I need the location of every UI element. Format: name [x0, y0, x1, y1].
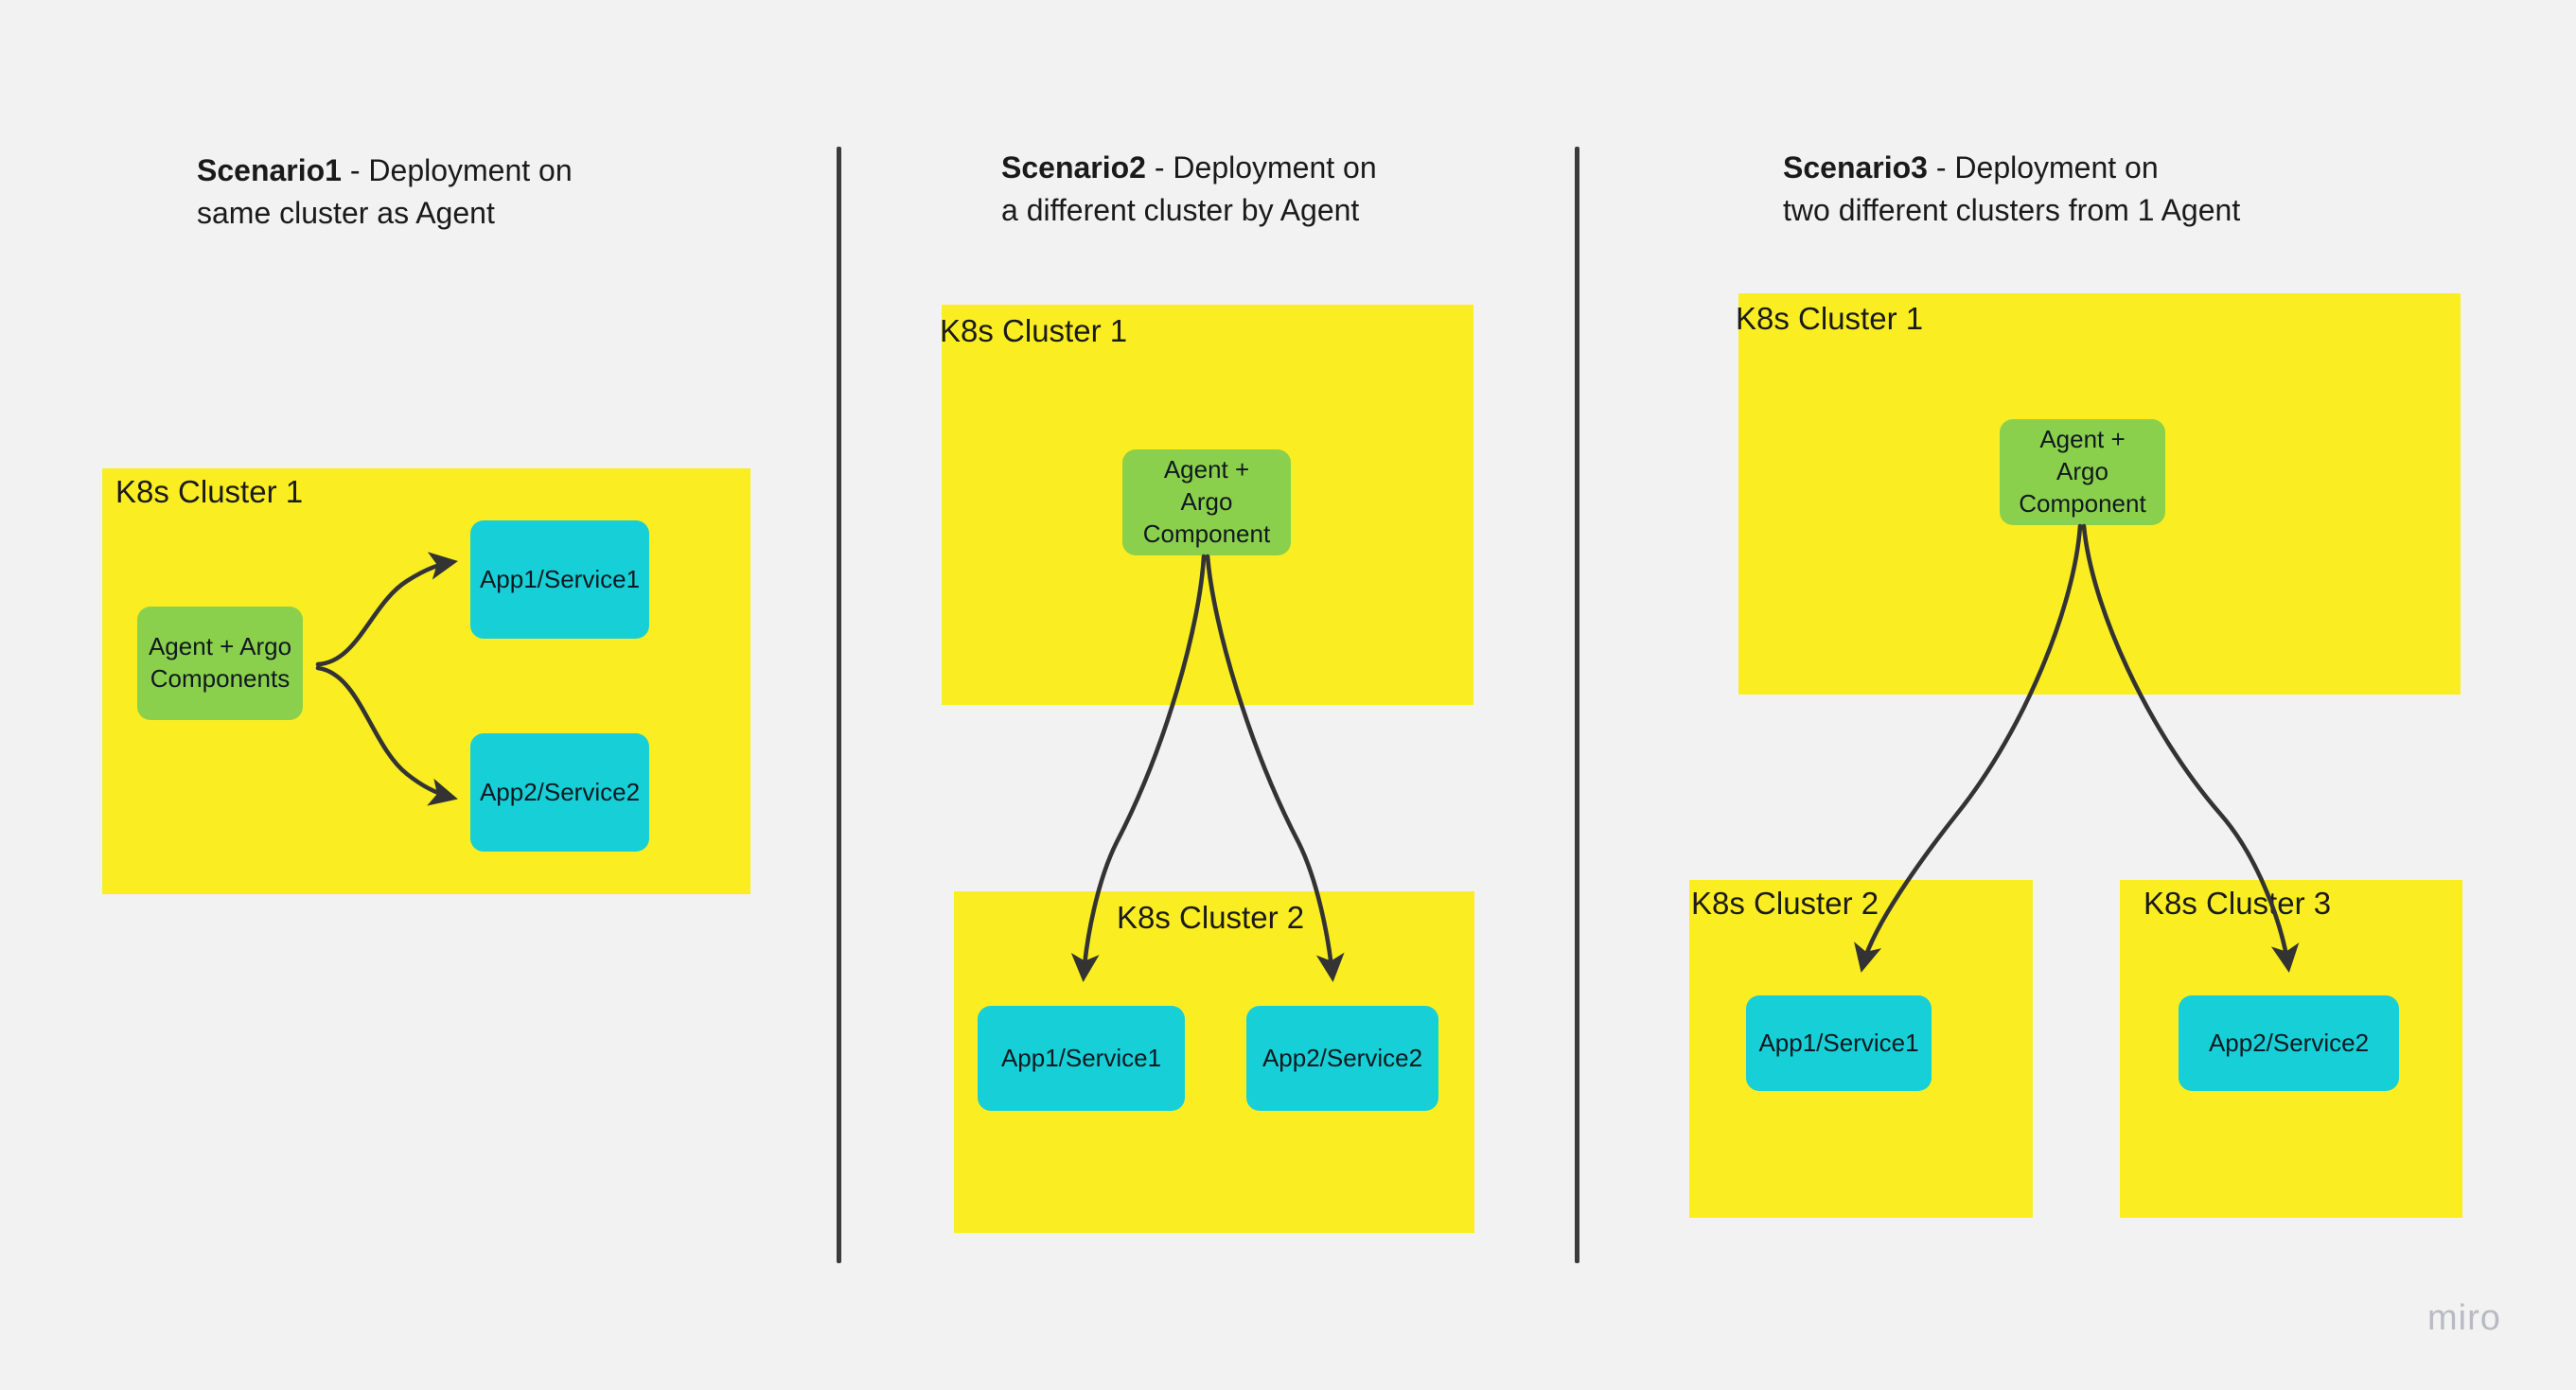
s3-cluster2-label: K8s Cluster 2 [1691, 886, 1879, 921]
scenario1-title-strong: Scenario1 [197, 153, 342, 187]
s2-app1-node[interactable]: App1/Service1 [978, 1006, 1185, 1111]
s1-cluster1-label: K8s Cluster 1 [115, 474, 304, 509]
s3-app2-node[interactable]: App2/Service2 [2179, 995, 2399, 1091]
s3-cluster1-label: K8s Cluster 1 [1736, 301, 1924, 336]
s1-app1-node[interactable]: App1/Service1 [470, 520, 649, 639]
s1-app2-node[interactable]: App2/Service2 [470, 733, 649, 852]
scenario3-title-rest: - Deployment on two different clusters f… [1783, 150, 2241, 228]
s2-app2-node[interactable]: App2/Service2 [1246, 1006, 1438, 1111]
s3-cluster3-label: K8s Cluster 3 [2144, 886, 2332, 921]
s3-agent-node[interactable]: Agent + Argo Component [2000, 419, 2165, 525]
scenario1-title: Scenario1 - Deployment on same cluster a… [197, 150, 727, 236]
column-divider-1 [837, 147, 841, 1263]
scenario1-title-rest: - Deployment on same cluster as Agent [197, 153, 573, 231]
scenario3-title-strong: Scenario3 [1783, 150, 1928, 185]
scenario2-title-strong: Scenario2 [1001, 150, 1146, 185]
scenario3-title: Scenario3 - Deployment on two different … [1783, 147, 2370, 233]
s2-cluster2-label: K8s Cluster 2 [1117, 900, 1305, 935]
s1-agent-node[interactable]: Agent + Argo Components [137, 607, 303, 720]
column-divider-2 [1575, 147, 1579, 1263]
s2-agent-node[interactable]: Agent + Argo Component [1122, 449, 1291, 555]
miro-watermark: miro [2427, 1298, 2501, 1338]
s2-cluster1-label: K8s Cluster 1 [940, 313, 1128, 348]
scenario2-title-rest: - Deployment on a different cluster by A… [1001, 150, 1377, 228]
scenario2-title: Scenario2 - Deployment on a different cl… [1001, 147, 1569, 233]
s3-app1-node[interactable]: App1/Service1 [1746, 995, 1932, 1091]
